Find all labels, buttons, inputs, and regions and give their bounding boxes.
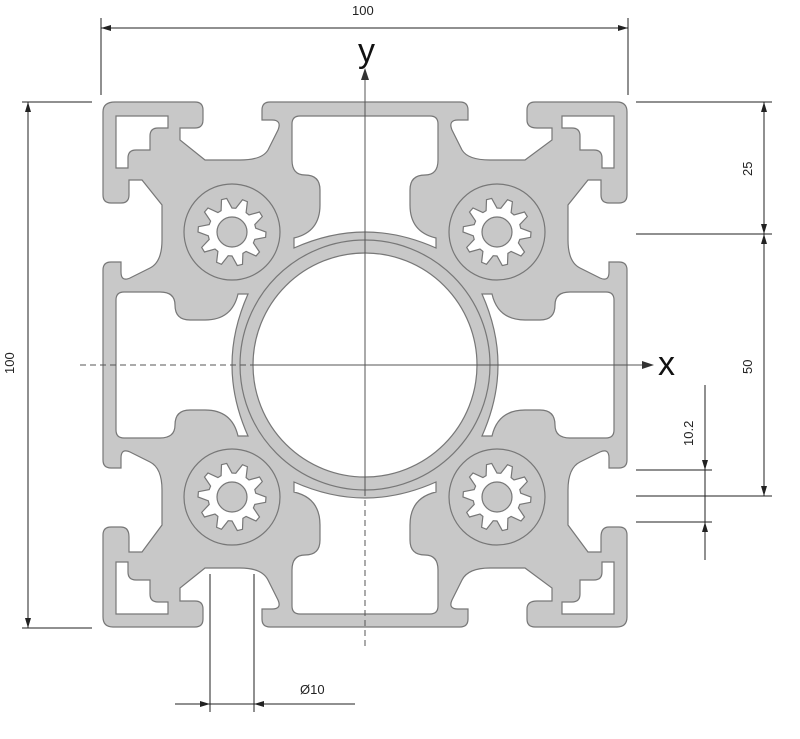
- dim-bore-diameter-label: Ø10: [300, 682, 325, 697]
- screw-channels: [183, 183, 546, 546]
- x-axis-arrow: [642, 361, 654, 369]
- dim-top-width-label: 100: [352, 3, 374, 18]
- dim-slot-width-label: 10.2: [681, 421, 696, 446]
- dim-right-stack: 25 50: [636, 101, 772, 497]
- y-axis-arrow: [361, 68, 369, 80]
- y-axis-label: y: [358, 32, 375, 70]
- screw-channel-core-4: [481, 481, 513, 513]
- dim-right-upper-label: 25: [740, 162, 755, 176]
- screw-channel-core-2: [481, 216, 513, 248]
- dim-slot-width: 10.2: [636, 385, 712, 560]
- dim-left-height: 100: [2, 101, 92, 629]
- dim-left-height-label: 100: [2, 352, 17, 374]
- dim-bore-diameter: Ø10: [175, 574, 355, 712]
- x-axis-label: x: [658, 345, 675, 383]
- screw-channel-core-3: [216, 481, 248, 513]
- axes: y x: [80, 32, 675, 650]
- dim-right-middle-label: 50: [740, 360, 755, 374]
- screw-channel-core-1: [216, 216, 248, 248]
- dim-top-width: 100: [100, 3, 629, 95]
